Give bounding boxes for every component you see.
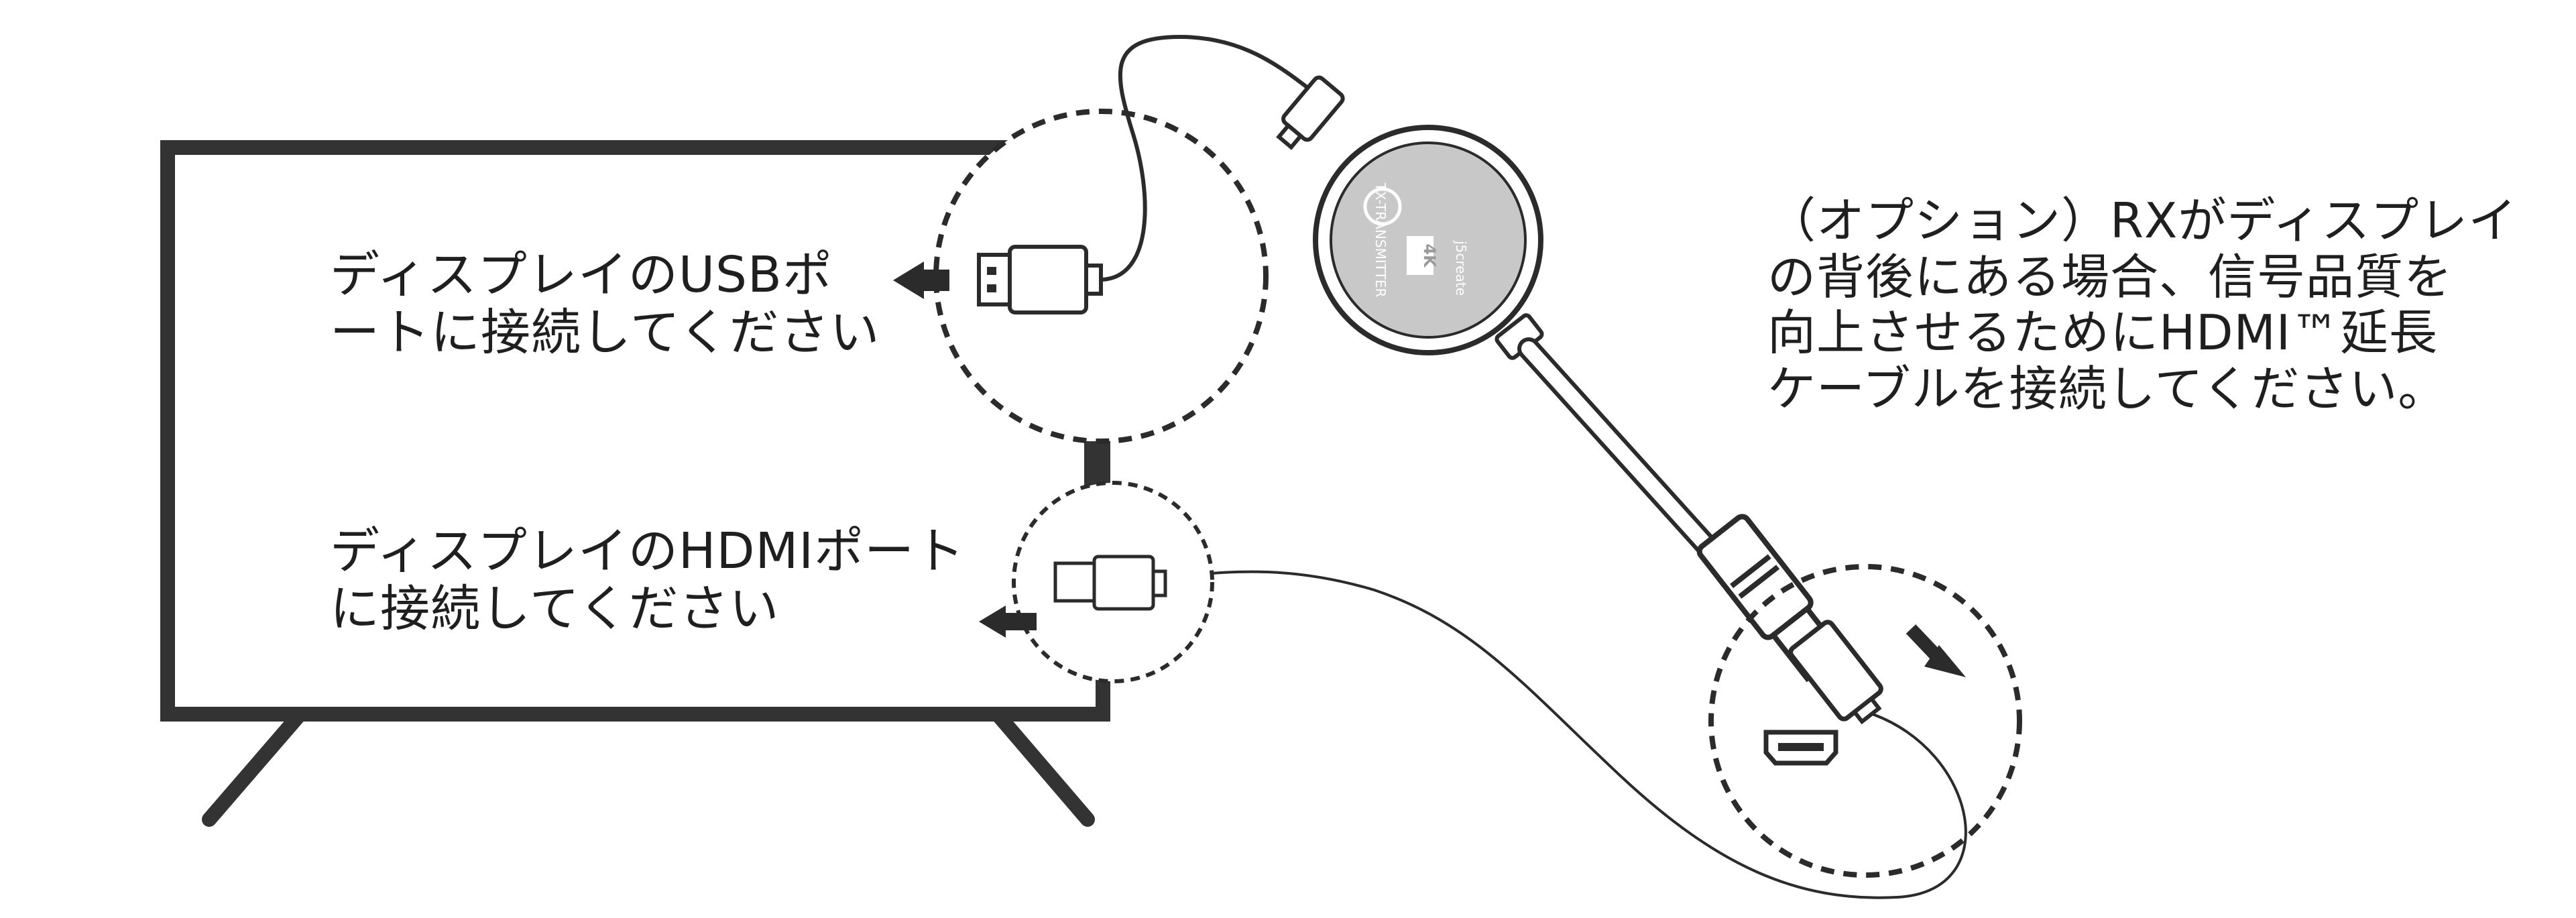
hdmi-extension-cable [1154,570,1967,899]
device-cable [1517,337,1728,568]
hdmi-arrow-icon [979,606,1037,638]
hdmi-extension-zoom-circle [1708,564,2022,878]
tv-stand-left [202,709,306,827]
tv-stand-right [992,709,1095,827]
usb-arrow-icon [893,262,949,299]
hdmi-port-instruction: ディスプレイのHDMIポート に接続してください [330,522,965,638]
optional-extension-note-line-1: （オプション）RXがディスプレイ [1767,192,2518,249]
usb-detail [893,109,1269,444]
usb-port-instruction: ディスプレイのUSBポ ートに接続してください [330,246,880,362]
extension-arrow-icon [1906,624,1966,677]
usb-c-connector-icon [1276,75,1345,150]
usb-port-instruction-line-2: ートに接続してください [330,303,880,361]
hdmi-port-instruction-line-1: ディスプレイのHDMIポート [330,522,965,580]
optional-extension-note: （オプション）RXがディスプレイ の背後にある場合、信号品質を 向上させるために… [1767,192,2518,417]
usb-port-instruction-line-1: ディスプレイのUSBポ [330,246,833,304]
optional-extension-note-line-2: の背後にある場合、信号品質を [1767,248,2453,305]
hdmi-port-instruction-line-2: に接続してください [330,579,780,638]
hdmi-detail [979,481,1214,683]
optional-extension-note-line-3: 向上させるためにHDMI™延長 [1767,304,2438,361]
device-brand-text: j5create [1453,240,1469,296]
device-model-text: TX-TRANSMITTER [1372,182,1389,298]
device-badge-text: 4K [1420,243,1439,268]
usb-cable [1100,34,1317,282]
usb-plug-icon [977,245,1103,314]
device-button-icon [1363,187,1402,226]
transmitter-device: TX-TRANSMITTER 4K j5create [1313,125,1544,360]
hdmi-port-icon [1763,730,1838,766]
optional-extension-note-line-4: ケーブルを接続してください。 [1767,360,2447,417]
device-4k-badge: 4K [1407,236,1439,275]
extension-adapter [1788,620,1883,725]
hdmi-plug-icon [1053,555,1167,611]
